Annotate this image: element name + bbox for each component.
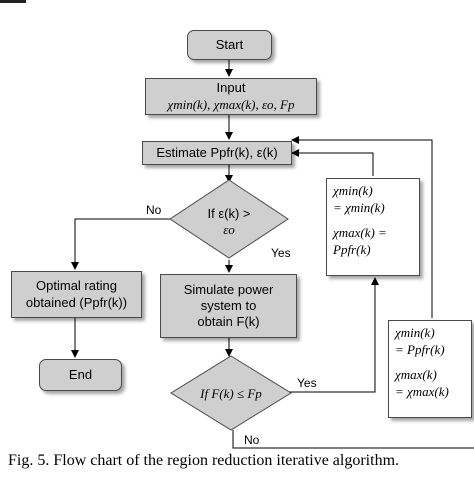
- estimate-label: Estimate Ppfr(k), ε(k): [156, 144, 278, 160]
- arrow-update-min-to-estimate: [291, 136, 433, 318]
- start-label: Start: [215, 36, 244, 52]
- decision2-yes-label: Yes: [297, 376, 317, 390]
- update-max-line2: = χmin(k): [333, 199, 385, 215]
- input-title: Input: [216, 80, 246, 96]
- update-min-line2: = Ppfr(k): [395, 341, 445, 357]
- update-min-line1: χmin(k): [395, 325, 435, 340]
- input-box: Input χmin(k), χmax(k), εo, Fp: [145, 78, 317, 115]
- update-max-line4: Ppfr(k): [333, 241, 371, 257]
- end-terminal: End: [39, 359, 122, 391]
- input-params: χmin(k), χmax(k), εo, Fp: [167, 96, 295, 112]
- end-label: End: [68, 366, 93, 382]
- start-terminal: Start: [187, 30, 272, 60]
- decision1-line2: εo: [223, 222, 235, 238]
- arrow-yes-to-update-max: [285, 277, 379, 393]
- decision2-text: If F(k) ≤ Fp: [178, 386, 284, 402]
- optimal-rating-box: Optimal rating obtained (Ppfr(k)): [11, 271, 142, 318]
- optimal-line2: obtained (Ppfr(k)): [25, 294, 128, 310]
- simulate-line2: system to: [200, 297, 257, 313]
- simulate-box: Simulate power system to obtain F(k): [160, 274, 297, 338]
- decision1-yes-label: Yes: [271, 246, 291, 260]
- decision2-no-label: No: [244, 433, 260, 447]
- decision1-text: If ε(k) > εo: [186, 206, 272, 239]
- update-max-line1: χmin(k): [333, 183, 373, 198]
- decision2-diamond: [170, 355, 292, 431]
- decision2-label: If F(k) ≤ Fp: [200, 386, 262, 401]
- cropped-header-mark: [0, 0, 26, 3]
- simulate-line3: obtain F(k): [197, 314, 260, 330]
- arrow-no-to-optimal: [71, 218, 175, 270]
- arrow-no-to-update-min: [232, 430, 474, 449]
- update-min-box: χmin(k) = Ppfr(k) χmax(k) = χmax(k): [388, 320, 472, 418]
- optimal-line1: Optimal rating: [36, 278, 117, 294]
- simulate-line1: Simulate power: [183, 281, 274, 297]
- update-min-line3: χmax(k): [395, 366, 437, 382]
- figure-caption: Fig. 5. Flow chart of the region reducti…: [8, 452, 400, 469]
- update-max-box: χmin(k) = χmin(k) χmax(k) = Ppfr(k): [326, 178, 420, 276]
- decision1-line1: If ε(k) >: [207, 206, 251, 221]
- decision1-diamond: [169, 179, 289, 259]
- decision1-no-label: No: [146, 203, 162, 217]
- arrow-update-max-to-estimate: [291, 149, 374, 176]
- update-min-line4: = χmax(k): [395, 383, 449, 399]
- update-max-line3: χmax(k) =: [333, 224, 387, 240]
- estimate-box: Estimate Ppfr(k), ε(k): [142, 141, 292, 165]
